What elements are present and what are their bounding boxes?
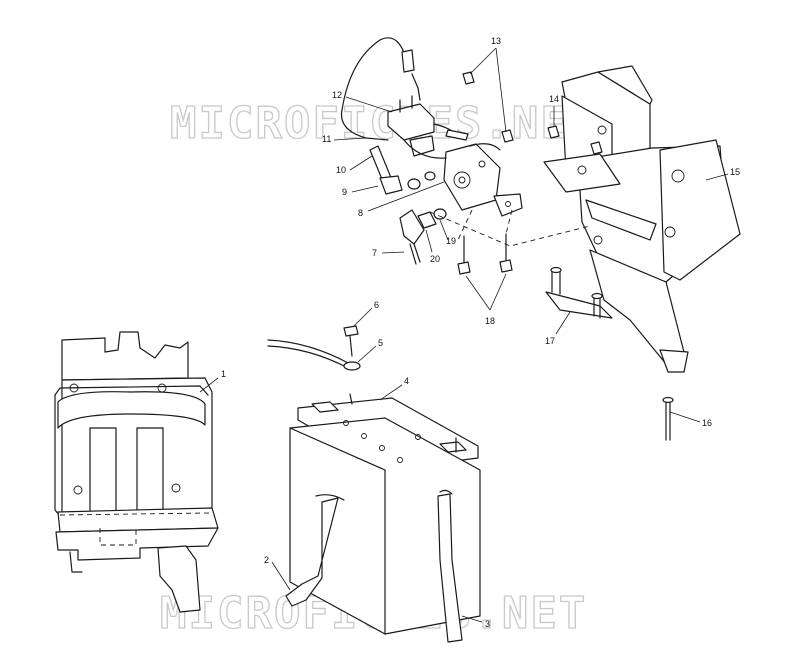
starter-solenoid [443, 143, 523, 217]
support-plate [545, 266, 613, 319]
ring-terminal [343, 361, 361, 371]
callout-18: 18 [485, 316, 495, 326]
battery [285, 393, 481, 643]
rivet [662, 396, 674, 441]
wire-terminal-9 [369, 145, 403, 195]
callout-20: 20 [430, 254, 440, 264]
callout-7: 7 [372, 248, 377, 258]
battery-holder [54, 331, 219, 613]
callout-17: 17 [545, 336, 555, 346]
callout-2: 2 [264, 555, 269, 565]
callout-13: 13 [491, 36, 501, 46]
mount-bracket [543, 65, 741, 373]
callout-16: 16 [702, 418, 712, 428]
callout-10: 10 [336, 165, 346, 175]
hex-nuts [462, 71, 603, 155]
cable-boot [399, 209, 425, 265]
nut-20 [417, 211, 437, 229]
callout-11: 11 [322, 134, 331, 144]
watermark-top: MICROFICHES.NET [170, 98, 597, 149]
washer-small [407, 178, 421, 190]
callout-19: 19 [446, 236, 456, 246]
washer-19 [433, 208, 447, 220]
callout-5: 5 [378, 338, 383, 348]
mount-bolts [457, 233, 513, 275]
callout-9: 9 [342, 187, 347, 197]
callout-1: 1 [221, 369, 226, 379]
leader-lines [199, 47, 729, 623]
callout-4: 4 [404, 376, 409, 386]
callout-6: 6 [374, 300, 379, 310]
callout-3: 3 [485, 619, 490, 629]
callout-12: 12 [332, 90, 342, 100]
callout-labels: 1 2 3 4 5 6 7 8 9 10 11 12 13 14 15 16 1… [221, 36, 740, 629]
callout-14: 14 [549, 94, 559, 104]
battery-bolt [343, 325, 359, 357]
washer-tiny [424, 171, 436, 181]
callout-15: 15 [730, 167, 740, 177]
callout-8: 8 [358, 208, 363, 218]
